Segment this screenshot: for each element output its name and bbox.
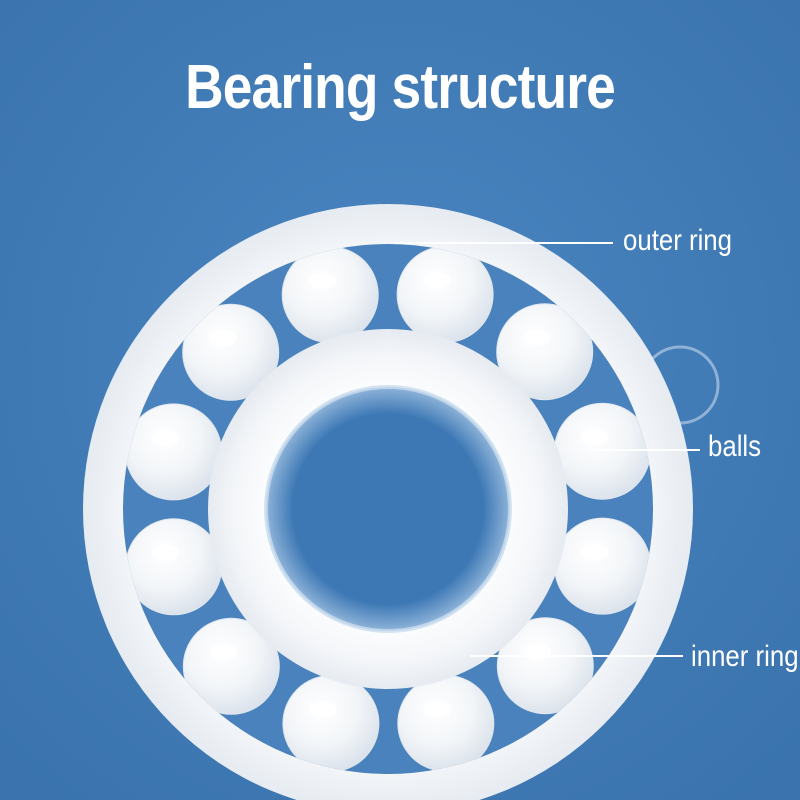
ball bbox=[397, 674, 495, 772]
inner-ring bbox=[208, 329, 568, 689]
ball bbox=[282, 675, 380, 772]
page-title: Bearing structure bbox=[185, 53, 616, 122]
ball-highlight bbox=[208, 330, 237, 347]
ball bbox=[182, 617, 280, 715]
ball-highlight bbox=[580, 429, 609, 446]
ball-highlight bbox=[151, 429, 180, 446]
ball-highlight bbox=[308, 701, 337, 718]
bore bbox=[266, 387, 510, 631]
ball bbox=[182, 303, 280, 401]
ball bbox=[125, 518, 223, 616]
label-outer-ring: outer ring bbox=[623, 224, 733, 257]
ball bbox=[496, 303, 594, 401]
ball bbox=[496, 617, 594, 715]
ball-highlight bbox=[423, 272, 452, 289]
ball bbox=[125, 403, 222, 501]
label-balls: balls bbox=[708, 430, 762, 463]
ball-highlight bbox=[522, 329, 551, 346]
ball bbox=[396, 246, 494, 343]
ball-highlight bbox=[209, 644, 238, 661]
ball-highlight bbox=[423, 701, 452, 718]
ball bbox=[281, 246, 379, 344]
ball bbox=[554, 517, 651, 615]
label-inner-ring: inner ring bbox=[691, 640, 799, 673]
ball-highlight bbox=[580, 544, 609, 561]
balls-group bbox=[125, 246, 651, 772]
ball-highlight bbox=[523, 643, 552, 660]
ball-highlight bbox=[151, 544, 180, 561]
ball-highlight bbox=[308, 272, 337, 289]
ball bbox=[553, 402, 651, 500]
